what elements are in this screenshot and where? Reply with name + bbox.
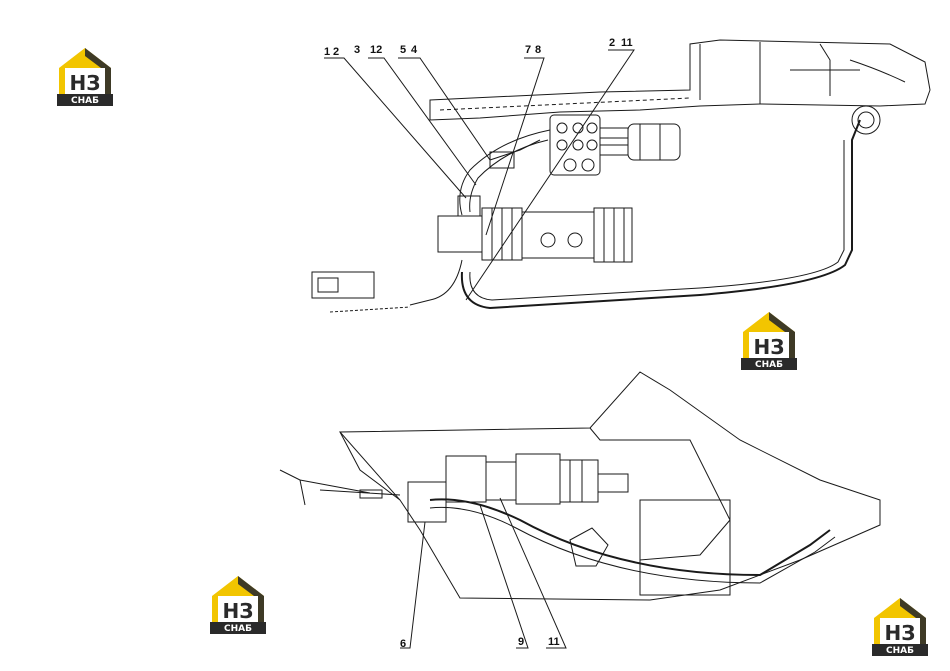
callout-11: 11 (621, 37, 633, 49)
top-view (311, 39, 931, 313)
callout-7: 7 (525, 44, 531, 56)
callout-2: 2 (333, 46, 339, 58)
logo-letters: НЗ (885, 621, 916, 645)
pump-assembly (437, 195, 633, 263)
callout-3: 3 (354, 44, 360, 56)
logo-letters: НЗ (223, 599, 254, 623)
callout-11b: 11 (548, 636, 560, 648)
sensor-cable (409, 259, 463, 306)
logo-caption: СНАБ (224, 624, 252, 634)
pump-assembly-bottom (407, 453, 629, 523)
lever (279, 469, 401, 506)
control-valve (549, 114, 681, 176)
return-hose (429, 498, 831, 577)
callout-labels-bottom: 6 9 11 (400, 636, 560, 650)
logo-caption: СНАБ (886, 646, 914, 656)
logo-caption: СНАБ (755, 360, 783, 370)
logo-letters: НЗ (754, 335, 785, 359)
callout-8: 8 (535, 44, 541, 56)
sensor-block (311, 271, 375, 299)
callout-labels-top: 1 2 3 12 5 4 7 8 2 11 (324, 37, 633, 58)
callout-1: 1 (324, 46, 330, 58)
leader-lines (324, 49, 635, 649)
hydraulic-hose (459, 129, 551, 216)
logo-letters: НЗ (70, 71, 101, 95)
bottom-view (279, 371, 881, 601)
callout-4: 4 (411, 44, 418, 56)
logo-mid-right: НЗ СНАБ (741, 312, 797, 370)
suction-pipe (460, 119, 861, 310)
logo-bottom-left: НЗ СНАБ (210, 576, 266, 634)
callout-2b: 2 (609, 37, 615, 49)
callout-5: 5 (400, 44, 406, 56)
logo-caption: СНАБ (71, 96, 99, 106)
callout-9: 9 (518, 636, 524, 648)
callout-6: 6 (400, 638, 406, 650)
logo-bottom-right: НЗ СНАБ (872, 598, 928, 656)
logo-top-left: НЗ СНАБ (57, 48, 113, 106)
frame-outline-bottom (338, 371, 881, 601)
callout-12: 12 (370, 44, 382, 56)
frame-outline (429, 39, 931, 121)
